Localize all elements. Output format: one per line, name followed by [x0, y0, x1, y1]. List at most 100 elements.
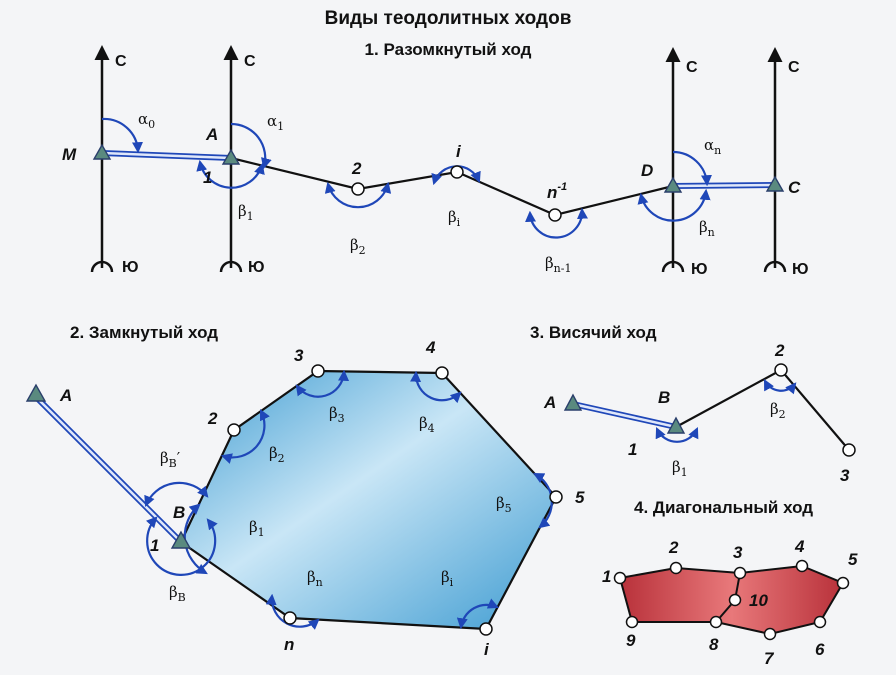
- north-label-c: С: [788, 59, 800, 76]
- label-6-diag: 6: [815, 640, 825, 659]
- hanging-traverse: A B 1 2 3 β1 β2: [543, 341, 856, 485]
- angle-alphan-label: αn: [704, 136, 721, 157]
- station-b-closed-triangle: [170, 530, 192, 549]
- angle-beta2-arc: [324, 181, 392, 209]
- point-5-closed: [549, 490, 563, 504]
- north-label-a: С: [244, 53, 256, 70]
- label-5-closed: 5: [575, 488, 585, 507]
- angle-alpha1-arc: [230, 122, 272, 170]
- angle-beta2-label: β2: [350, 236, 366, 257]
- traverse-line-hanging: [675, 368, 850, 451]
- base-line-ab-closed: [33, 394, 184, 545]
- label-1-open: 1: [203, 168, 212, 187]
- station-c-triangle: [765, 175, 785, 192]
- label-b-hanging: B: [658, 388, 670, 407]
- angle-beta2-hanging-arc: [763, 379, 797, 395]
- label-2-diag: 2: [668, 538, 679, 557]
- label-i-open: i: [456, 142, 462, 161]
- point-5-diag: [836, 576, 850, 590]
- label-a-hanging: A: [543, 393, 556, 412]
- point-2: [351, 182, 365, 196]
- section-open-title: 1. Разомкнутый ход: [365, 40, 532, 59]
- angle-beta1-arc: [196, 159, 265, 189]
- label-3-closed: 3: [294, 346, 304, 365]
- station-d-triangle: [663, 176, 683, 193]
- point-8-diag: [709, 615, 723, 629]
- point-n-1: [548, 208, 562, 222]
- point-i-closed: [479, 622, 493, 636]
- section-closed-title: 2. Замкнутый ход: [70, 323, 218, 342]
- label-4-closed: 4: [425, 338, 436, 357]
- angle-beta1-hanging-arc: [655, 427, 699, 443]
- label-10-diag: 10: [749, 591, 768, 610]
- north-label-m: С: [115, 53, 127, 70]
- angle-betab-label: βB: [169, 583, 186, 604]
- angle-beta2-closed-label: β2: [269, 444, 285, 465]
- base-line-dc: [672, 182, 776, 189]
- station-m-triangle: [92, 143, 112, 160]
- point-7-diag: [763, 627, 777, 641]
- point-2-hanging: [774, 363, 788, 377]
- angle-alpha0-arc: [101, 117, 143, 154]
- label-3-hanging: 3: [840, 466, 850, 485]
- point-3-closed: [311, 364, 325, 378]
- south-label-a: Ю: [248, 259, 265, 276]
- angle-betai-closed-label: βi: [441, 568, 454, 589]
- angle-alpha0-label: α0: [138, 110, 155, 131]
- meridian-d: [661, 47, 685, 273]
- angle-betan1-arc: [525, 207, 588, 239]
- label-i-closed: i: [484, 640, 490, 659]
- angle-betai-label: βi: [448, 208, 461, 229]
- angle-beta3-arc: [295, 369, 350, 398]
- label-2-hanging: 2: [774, 341, 785, 360]
- label-a-open: A: [205, 125, 218, 144]
- label-m: M: [62, 145, 77, 164]
- base-line-ab-hanging: [572, 401, 677, 430]
- angle-beta4-label: β4: [419, 414, 435, 435]
- station-b-hanging-triangle: [666, 416, 686, 434]
- north-label-d: С: [686, 59, 698, 76]
- section-hanging-title: 3. Висячий ход: [530, 323, 657, 342]
- point-4-diag: [795, 559, 809, 573]
- label-1-diag: 1: [602, 567, 611, 586]
- label-2-closed: 2: [207, 409, 218, 428]
- angle-betan-arc: [637, 188, 711, 222]
- point-9-diag: [625, 615, 639, 629]
- angle-alpha1-label: α1: [267, 112, 284, 133]
- point-10-diag: [728, 593, 742, 607]
- angle-beta5-label: β5: [496, 494, 512, 515]
- label-4-diag: 4: [794, 537, 805, 556]
- meridian-m: [90, 45, 114, 273]
- label-1-closed: 1: [150, 536, 159, 555]
- label-5-diag: 5: [848, 550, 858, 569]
- diagram-title: Виды теодолитных ходов: [325, 8, 572, 29]
- south-label-m: Ю: [122, 259, 139, 276]
- angle-beta2-hanging-label: β2: [770, 400, 786, 421]
- closed-traverse: A B 1 2 3 4 5 i n βB′ βB β1 β2 β3 β4 β5 …: [25, 338, 585, 659]
- point-6-diag: [813, 615, 827, 629]
- open-traverse: С С С С Ю Ю Ю Ю: [62, 45, 809, 278]
- angle-betan1-label: βn-1: [545, 254, 571, 275]
- label-n-1: n-1: [547, 181, 567, 202]
- angle-beta1-closed-label: β1: [249, 518, 265, 539]
- point-3-diag: [733, 566, 747, 580]
- label-b-closed: B: [173, 503, 185, 522]
- label-a-closed: A: [59, 386, 72, 405]
- south-label-d: Ю: [691, 261, 708, 278]
- angle-beta4-arc: [410, 370, 462, 404]
- label-2-open: 2: [351, 159, 362, 178]
- angle-beta1-hanging-label: β1: [672, 458, 688, 479]
- meridian-c: [763, 47, 787, 273]
- diagonal-traverse: 1 2 3 4 5 6 7 8 9 10: [602, 537, 858, 668]
- point-4-closed: [435, 366, 449, 380]
- point-n-closed: [283, 611, 297, 625]
- point-i: [450, 165, 464, 179]
- angle-beta1-label: β1: [238, 202, 254, 223]
- point-2-diag: [669, 561, 683, 575]
- label-7-diag: 7: [764, 649, 775, 668]
- station-a-closed-triangle: [25, 383, 47, 402]
- angle-betab-prime-arc: [144, 481, 209, 508]
- angle-betan-label: βn: [699, 218, 715, 239]
- label-9-diag: 9: [626, 631, 636, 650]
- angle-betan-closed-label: βn: [307, 568, 323, 589]
